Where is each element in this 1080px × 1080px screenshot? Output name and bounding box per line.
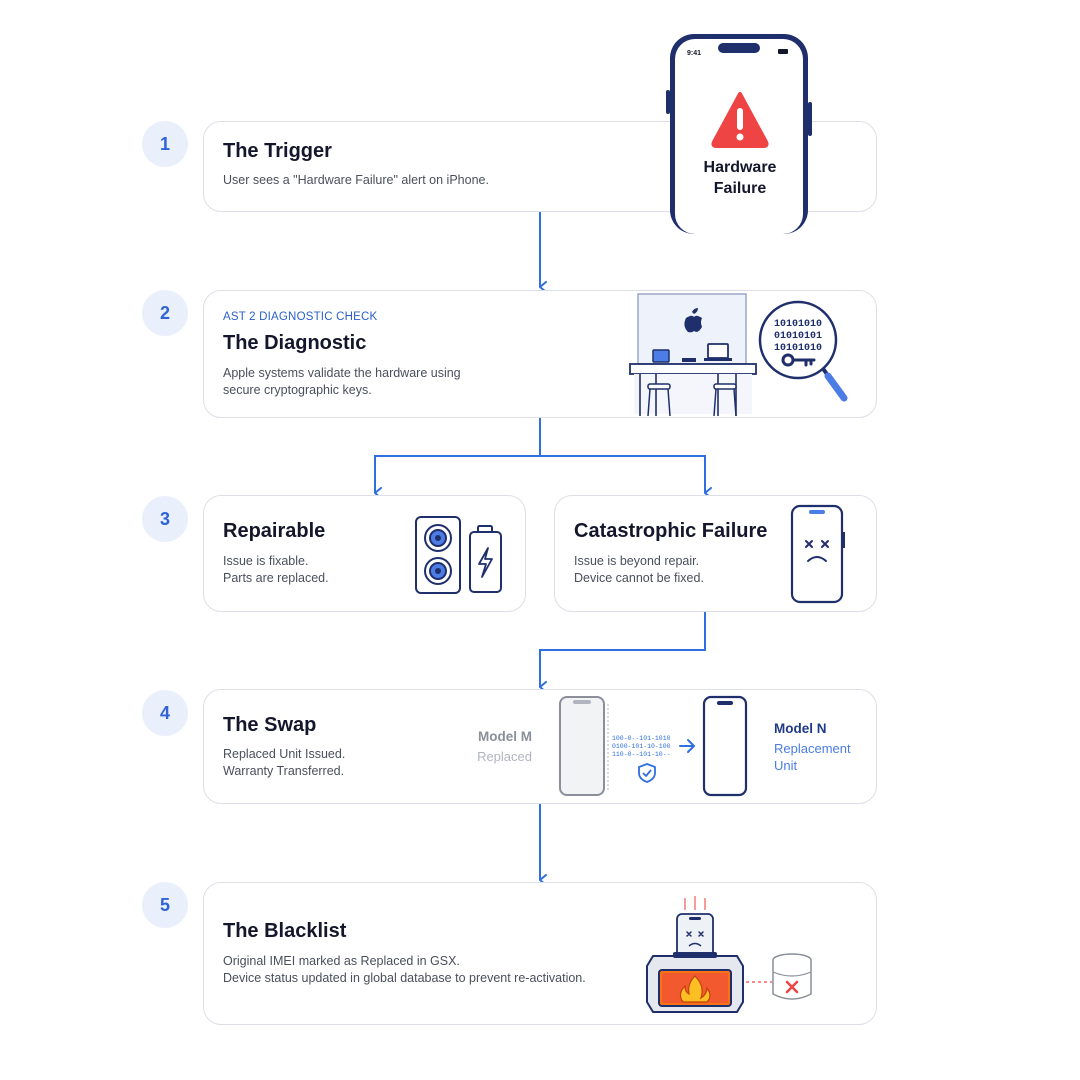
apple-logo-icon xyxy=(684,308,702,333)
branch-description-line1: Issue is fixable. xyxy=(223,554,309,568)
old-phone-icon xyxy=(559,696,609,796)
connector-catastrophic-to-4 xyxy=(539,612,706,693)
connector-2-to-catastrophic xyxy=(540,455,712,499)
database-rejected-illustration xyxy=(746,953,812,1000)
new-phone-icon xyxy=(702,695,748,797)
step-description-line1: Apple systems validate the hardware usin… xyxy=(223,366,461,380)
step-description-line1: Replaced Unit Issued. xyxy=(223,747,346,761)
phone-swap-illustration: 100-0--101-1010 0100-101-10-100 110-0--1… xyxy=(559,695,748,797)
branch-description-line2: Device cannot be fixed. xyxy=(574,571,704,585)
step-card-swap xyxy=(203,689,877,804)
old-model-status: Replaced xyxy=(477,749,532,764)
crypto-key-magnifier-illustration: 10101010 01010101 10101010 xyxy=(758,300,848,402)
binary-line: 10101010 xyxy=(774,319,822,330)
step-title: The Blacklist xyxy=(223,920,347,942)
step-card-blacklist xyxy=(203,882,877,1025)
step-description-line2: Device status updated in global database… xyxy=(223,971,586,985)
step-description-line2: Warranty Transferred. xyxy=(223,764,345,778)
data-transfer-line: 0100-101-10-100 xyxy=(612,743,671,750)
key-icon xyxy=(781,353,816,367)
branch-description-line1: Issue is beyond repair. xyxy=(574,554,700,568)
step-description: User sees a "Hardware Failure" alert on … xyxy=(223,173,489,187)
camera-module-icon xyxy=(415,516,461,594)
data-transfer-line: 100-0--101-1010 xyxy=(612,735,671,742)
branch-description-line2: Parts are replaced. xyxy=(223,571,329,585)
database-icon xyxy=(772,953,812,1000)
apple-store-illustration xyxy=(629,293,757,417)
dead-phone-illustration xyxy=(790,504,845,604)
fire-icon xyxy=(679,975,711,1003)
step-number-badge: 1 xyxy=(142,121,188,167)
new-model-label: Model N xyxy=(774,721,827,736)
phone-alert-illustration: 9:41 Hardware Failure xyxy=(666,34,812,234)
step-title: The Trigger xyxy=(223,140,332,162)
step-eyebrow: AST 2 DIAGNOSTIC CHECK xyxy=(223,311,378,323)
incinerator-illustration xyxy=(646,896,744,1013)
connector-2-to-repairable xyxy=(374,418,541,499)
old-model-label: Model M xyxy=(478,729,532,744)
step-title: The Swap xyxy=(223,714,317,736)
binary-line: 10101010 xyxy=(774,343,822,354)
step-number-badge: 5 xyxy=(142,882,188,928)
data-transfer-line: 110-0--101-10-- xyxy=(612,751,671,758)
close-icon xyxy=(785,980,799,994)
status-bar-time: 9:41 xyxy=(687,50,701,57)
new-model-status-line1: Replacement xyxy=(774,741,851,756)
new-model-status-line2: Unit xyxy=(774,758,798,773)
step-number-badge: 3 xyxy=(142,496,188,542)
branch-title: Repairable xyxy=(223,520,326,542)
binary-line: 01010101 xyxy=(774,331,822,342)
step-number-badge: 4 xyxy=(142,690,188,736)
alert-text-line2: Failure xyxy=(714,180,767,197)
alert-text-line1: Hardware xyxy=(704,159,777,176)
step-number-badge: 2 xyxy=(142,290,188,336)
branch-title: Catastrophic Failure xyxy=(574,520,768,542)
camera-battery-parts-illustration xyxy=(415,516,502,594)
step-description-line2: secure cryptographic keys. xyxy=(223,383,372,397)
battery-icon xyxy=(469,525,502,593)
arrow-right-icon xyxy=(679,739,695,753)
step-description-line1: Original IMEI marked as Replaced in GSX. xyxy=(223,954,460,968)
step-title: The Diagnostic xyxy=(223,332,367,354)
dead-face-icon xyxy=(805,540,829,562)
shield-check-icon xyxy=(638,763,656,783)
